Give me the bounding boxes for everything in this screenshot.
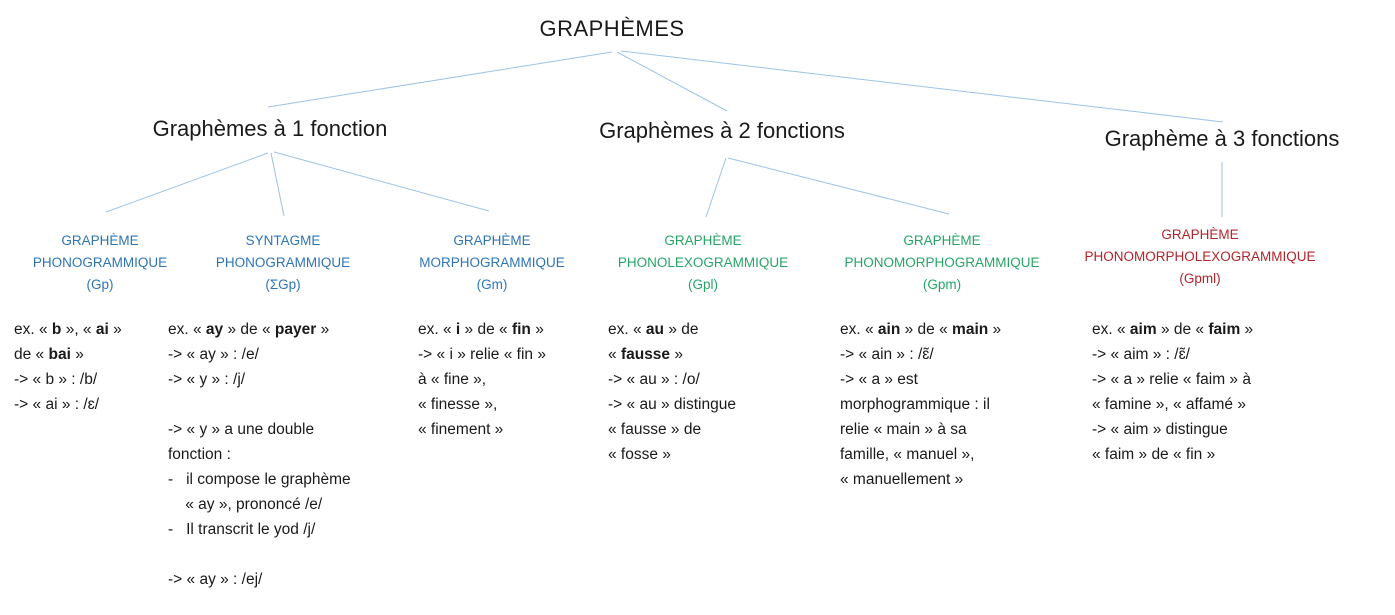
- connector-line: [620, 50, 1224, 123]
- example-line: [168, 542, 351, 567]
- node-title-gpml: GRAPHÈME PHONOMORPHOLEXOGRAMMIQUE (Gpml): [1084, 224, 1315, 290]
- node-title-line: GRAPHÈME: [1161, 227, 1239, 242]
- example-line: -> « au » : /o/: [608, 371, 700, 388]
- example-line: -> « ain » : /ɛ̃/: [840, 346, 934, 363]
- node-title-line: (Gp): [86, 277, 114, 292]
- connector-line: [270, 152, 285, 217]
- example-line: « finesse »,: [418, 396, 498, 413]
- node-title-line: PHONOMORPHOLEXOGRAMMIQUE: [1084, 249, 1316, 264]
- connector-line: [727, 157, 950, 215]
- example-line: « fausse » de: [608, 421, 702, 438]
- connector-line: [705, 157, 727, 218]
- branch-heading-1-fonction: Graphèmes à 1 fonction: [152, 116, 388, 141]
- example-line: fonction :: [168, 446, 231, 463]
- example-line: -> « au » distingue: [608, 396, 736, 413]
- connector-line: [273, 151, 490, 212]
- node-title-gm: GRAPHÈME MORPHOGRAMMIQUE (Gm): [419, 230, 565, 296]
- example-line: « manuellement »: [840, 471, 964, 488]
- example-line: à « fine »,: [418, 371, 487, 388]
- example-line: -> « a » relie « faim » à: [1092, 371, 1251, 388]
- root-title: GRAPHÈMES: [539, 16, 685, 41]
- example-line: « famine », « affamé »: [1092, 396, 1246, 413]
- node-title-line: SYNTAGME: [245, 233, 321, 248]
- node-title-gpm: GRAPHÈME PHONOMORPHOGRAMMIQUE (Gpm): [844, 230, 1039, 296]
- node-title-line: (Gpml): [1179, 271, 1221, 286]
- example-line: -> « ay » : /ej/: [168, 571, 263, 588]
- example-line: ex. « ay » de « payer »: [168, 321, 330, 338]
- branch-heading-3-fonctions: Graphème à 3 fonctions: [1104, 126, 1340, 151]
- node-title-line: GRAPHÈME: [453, 233, 531, 248]
- node-title-sigma-gp: SYNTAGME PHONOGRAMMIQUE (ΣGp): [216, 230, 350, 296]
- example-line: - il compose le graphème: [168, 471, 351, 488]
- example-block-gp: ex. « b », « ai » de « bai » -> « b » : /b…: [14, 317, 122, 417]
- example-line: famille, « manuel »,: [840, 446, 975, 463]
- example-line: ex. « au » de: [608, 321, 699, 338]
- node-title-line: PHONOMORPHOGRAMMIQUE: [844, 255, 1040, 270]
- example-line: -> « i » relie « fin »: [418, 346, 546, 363]
- example-line: ex. « aim » de « faim »: [1092, 321, 1254, 338]
- example-line: « ay », prononcé /e/: [168, 496, 323, 513]
- connector-line: [267, 51, 613, 108]
- example-line: -> « aim » distingue: [1092, 421, 1228, 438]
- example-line: ex. « i » de « fin »: [418, 321, 544, 338]
- example-line: -> « ai » : /ɛ/: [14, 396, 100, 413]
- connector-line: [105, 152, 269, 213]
- example-line: « finement »: [418, 421, 504, 438]
- example-line: - Il transcrit le yod /j/: [168, 521, 316, 538]
- example-line: de « bai »: [14, 346, 84, 363]
- node-title-line: PHONOGRAMMIQUE: [32, 255, 168, 270]
- node-title-line: GRAPHÈME: [903, 233, 981, 248]
- example-line: « faim » de « fin »: [1092, 446, 1216, 463]
- example-line: « fausse »: [608, 346, 683, 363]
- example-line: ex. « ain » de « main »: [840, 321, 1002, 338]
- node-title-line: GRAPHÈME: [61, 233, 139, 248]
- node-title-line: MORPHOGRAMMIQUE: [419, 255, 565, 270]
- example-line: ex. « b », « ai »: [14, 321, 122, 338]
- node-title-line: GRAPHÈME: [664, 233, 742, 248]
- example-block-gpl: ex. « au » de « fausse » -> « au » : /o/ ->…: [608, 317, 736, 467]
- example-line: « fosse »: [608, 446, 671, 463]
- example-line: -> « ay » : /e/: [168, 346, 259, 363]
- branch-heading-2-fonctions: Graphèmes à 2 fonctions: [599, 118, 845, 143]
- example-block-gpml: ex. « aim » de « faim » -> « aim » : /ɛ̃/…: [1092, 317, 1253, 467]
- example-block-gm: ex. « i » de « fin » -> « i » relie « fin…: [418, 317, 546, 442]
- node-title-line: (Gpm): [922, 277, 962, 292]
- example-block-gpm: ex. « ain » de « main » -> « ain » : /ɛ̃/…: [840, 317, 1001, 492]
- node-title-gpl: GRAPHÈME PHONOLEXOGRAMMIQUE (Gpl): [618, 230, 788, 296]
- node-title-line: (ΣGp): [265, 277, 301, 292]
- example-block-sigma-gp: ex. « ay » de « payer » -> « ay » : /e/ ->…: [168, 317, 351, 592]
- node-title-line: (Gm): [476, 277, 508, 292]
- node-title-line: PHONOGRAMMIQUE: [215, 255, 351, 270]
- example-line: relie « main » à sa: [840, 421, 967, 438]
- example-line: [168, 392, 351, 417]
- example-line: -> « y » a une double: [168, 421, 315, 438]
- example-line: -> « aim » : /ɛ̃/: [1092, 346, 1190, 363]
- example-line: -> « b » : /b/: [14, 371, 98, 388]
- connector-line: [616, 51, 728, 112]
- node-title-line: (Gpl): [688, 277, 718, 292]
- example-line: morphogrammique : il: [840, 396, 990, 413]
- example-line: -> « a » est: [840, 371, 918, 388]
- node-title-line: PHONOLEXOGRAMMIQUE: [617, 255, 789, 270]
- example-line: -> « y » : /j/: [168, 371, 246, 388]
- node-title-gp: GRAPHÈME PHONOGRAMMIQUE (Gp): [33, 230, 167, 296]
